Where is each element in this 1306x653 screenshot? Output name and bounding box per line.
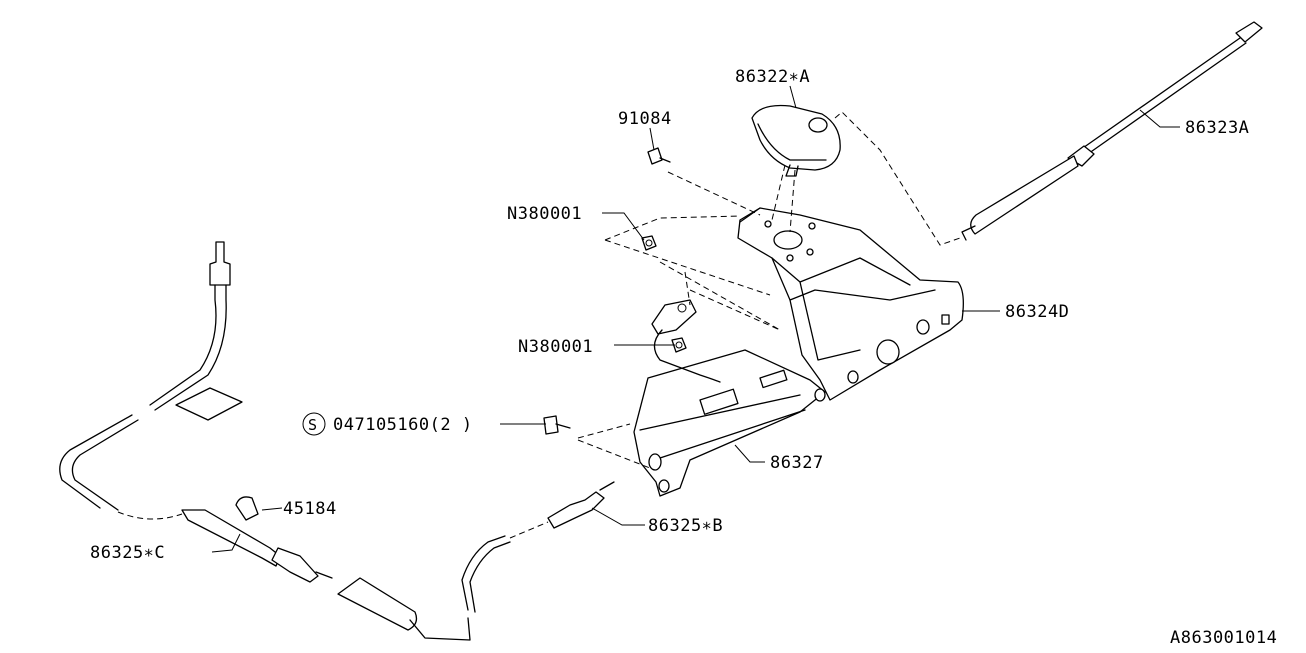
label-86323a: 86323A: [1185, 118, 1249, 138]
service-symbol: [302, 412, 326, 436]
label-86324d: 86324D: [1005, 302, 1069, 322]
clip-45184: [235, 496, 259, 521]
label-bolt-symbol: S: [308, 416, 317, 434]
small-bracket: [633, 349, 826, 497]
leader-lines: [211, 85, 1180, 553]
ground-strap: [651, 299, 721, 383]
cable-86325c: [59, 241, 471, 641]
label-86325b: 86325∗B: [648, 516, 723, 536]
screw-91084: [647, 147, 671, 165]
bolt-label-group: S 047105160(2 ): [302, 412, 473, 436]
label-45184: 45184: [283, 499, 337, 519]
label-n380001-lower: N380001: [518, 337, 593, 357]
nut-upper: [641, 235, 657, 251]
diagram-id: A863001014: [1170, 628, 1277, 648]
label-047105160: 047105160(2 ): [333, 415, 473, 435]
bolt-047105160: [543, 415, 571, 435]
cable-86325b: [461, 481, 615, 613]
label-91084: 91084: [618, 109, 672, 129]
floor-patch: [175, 387, 243, 421]
assembly-dashed-lines: [577, 111, 961, 471]
main-bracket: [737, 207, 964, 401]
antenna-base: [751, 104, 841, 177]
label-n380001-upper: N380001: [507, 204, 582, 224]
antenna-mast: [961, 21, 1263, 241]
label-86322a: 86322∗A: [735, 67, 810, 87]
label-86327: 86327: [770, 453, 824, 473]
label-86325c: 86325∗C: [90, 543, 165, 563]
nut-lower: [671, 337, 687, 353]
